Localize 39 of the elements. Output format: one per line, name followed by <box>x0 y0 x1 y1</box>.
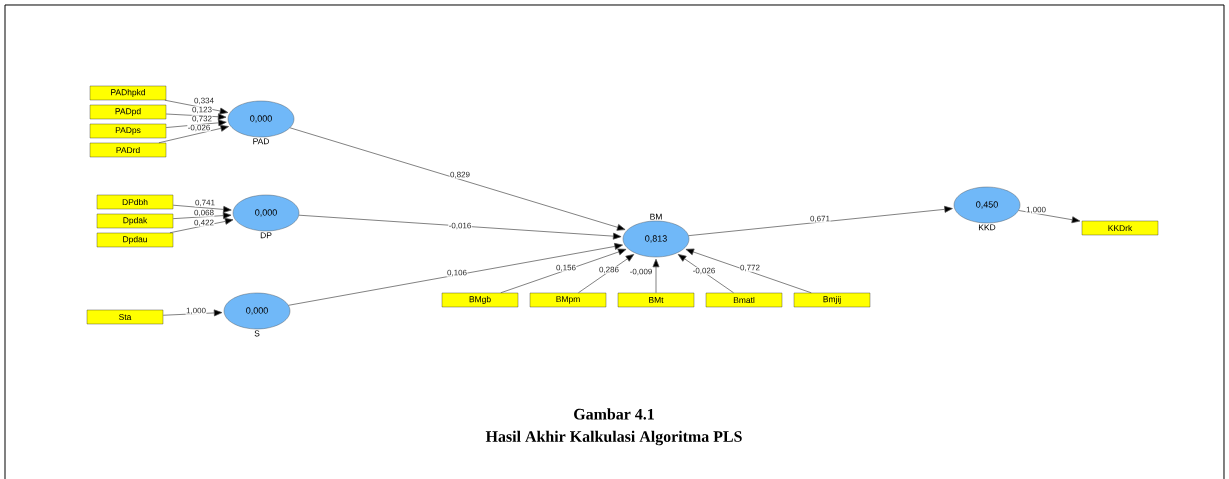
arrow <box>162 309 223 317</box>
variable-name: DP <box>260 232 272 239</box>
indicator-box: BMt <box>617 292 695 308</box>
arrow <box>289 127 626 231</box>
arrow <box>165 113 227 121</box>
indicator-box: BMgb <box>441 292 519 308</box>
indicator-box: Bmatl <box>705 292 783 308</box>
indicator-box: KKDrk <box>1081 220 1159 236</box>
arrow <box>1018 210 1081 224</box>
arrow <box>298 214 622 240</box>
arrow <box>165 119 227 128</box>
indicator-box: Sta <box>86 309 164 325</box>
indicator-box: PADps <box>89 123 167 139</box>
indicator-box: PADrd <box>89 142 167 158</box>
caption-text: Hasil Akhir Kalkulasi Algoritma PLS <box>485 430 742 446</box>
caption-text: Gambar 4.1 <box>574 408 654 420</box>
variable-name: S <box>254 330 260 337</box>
variable-name: PAD <box>253 138 269 145</box>
arrow <box>652 258 660 294</box>
arrow <box>164 99 229 115</box>
arrow <box>169 218 234 234</box>
variable-name: BM <box>650 213 662 220</box>
arrow <box>172 212 232 219</box>
arrow <box>688 205 953 236</box>
arrow <box>685 248 812 294</box>
indicator-box: PADpd <box>89 104 167 120</box>
arrow <box>578 254 635 294</box>
indicator-box: PADhpkd <box>89 85 167 101</box>
arrow <box>677 254 734 294</box>
indicator-box: Dpdak <box>96 213 174 229</box>
variable-name: KKD <box>979 224 996 231</box>
indicator-box: BMpm <box>529 292 607 308</box>
arrow <box>158 124 229 144</box>
indicator-box: Dpdau <box>96 232 174 248</box>
arrow <box>288 243 623 306</box>
arrow <box>500 248 627 294</box>
indicator-box: DPdbh <box>96 194 174 210</box>
arrow <box>172 204 232 213</box>
indicator-box: Bmjij <box>793 292 871 308</box>
